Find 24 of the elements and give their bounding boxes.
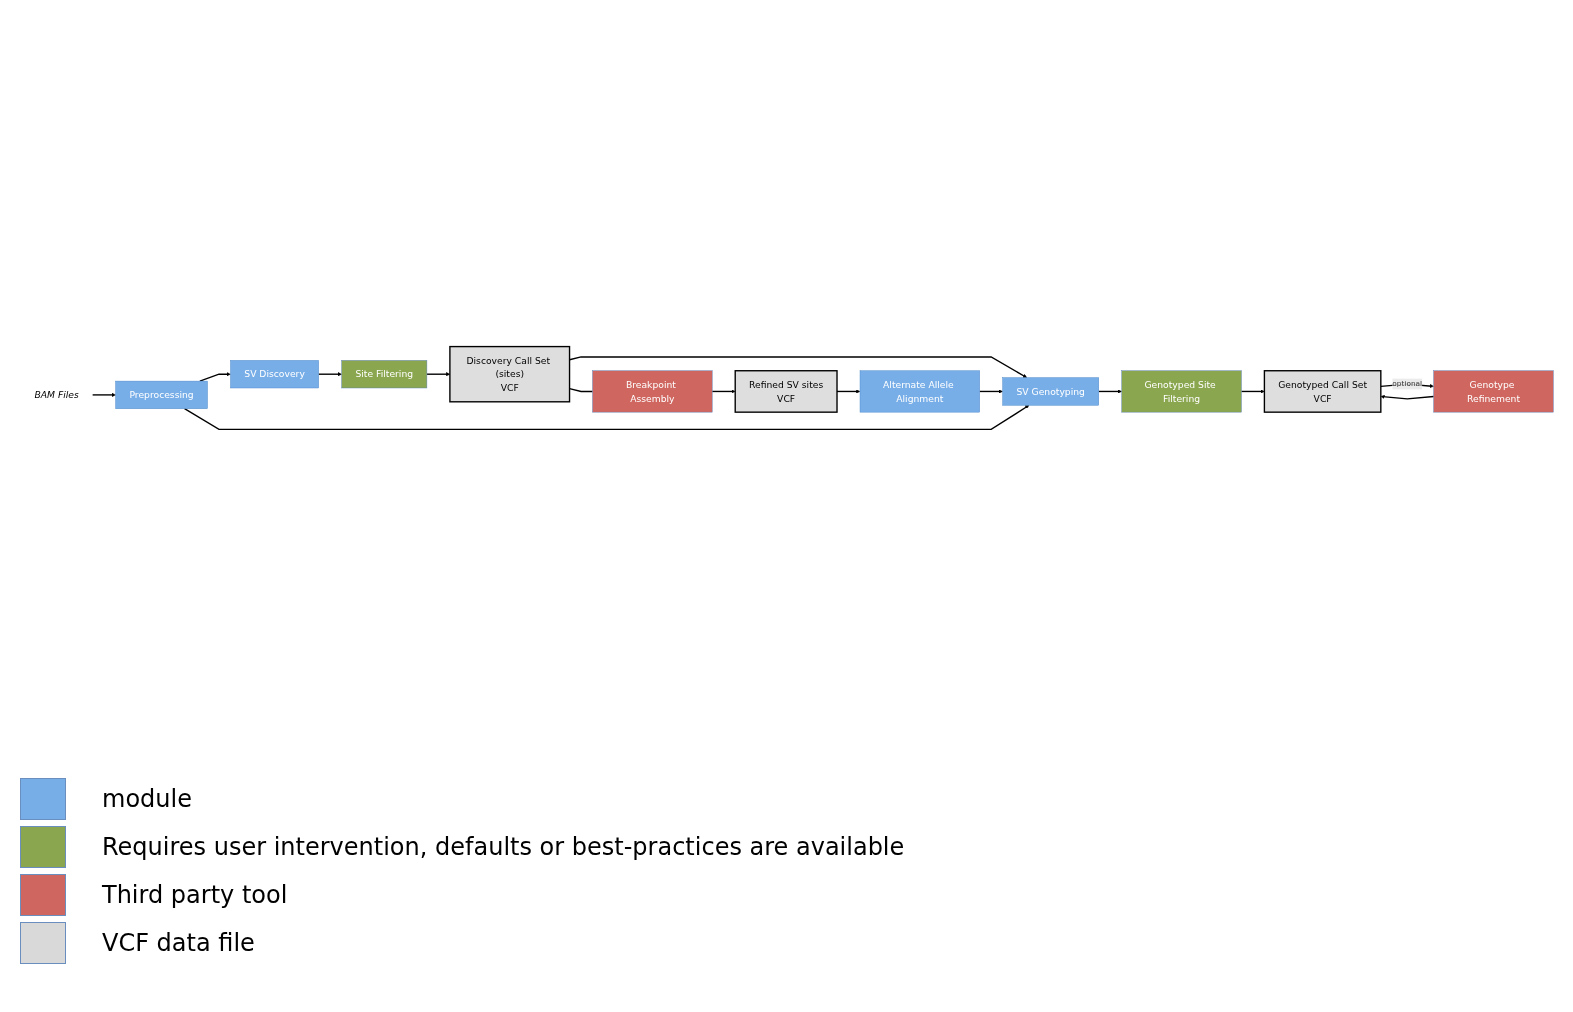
arrow bbox=[711, 389, 735, 394]
node-box: Site Filtering bbox=[340, 360, 427, 389]
node-box: Genotype Refinement bbox=[1432, 370, 1554, 413]
arrow bbox=[91, 392, 116, 397]
legend-text: Third party tool bbox=[102, 881, 288, 909]
node-box: Genotyped Call Set VCF bbox=[1263, 370, 1381, 413]
node-box: Breakpoint Assembly bbox=[591, 370, 712, 413]
arrow bbox=[978, 389, 1003, 394]
node-box: Refined SV sites VCF bbox=[734, 370, 838, 413]
node-box: Discovery Call Set (sites) VCF bbox=[448, 345, 570, 403]
arrow bbox=[1097, 389, 1122, 394]
arrow bbox=[317, 372, 342, 377]
legend-text: Requires user intervention, defaults or best-practices are available bbox=[102, 833, 905, 861]
arrow bbox=[1380, 394, 1434, 400]
legend-text: VCF data file bbox=[102, 929, 255, 957]
node-box: SV Genotyping bbox=[1001, 377, 1099, 406]
node-box: Preprocessing bbox=[114, 380, 208, 409]
node-box: Genotyped Site Filtering bbox=[1121, 370, 1242, 413]
legend-text: module bbox=[102, 785, 192, 813]
arrow bbox=[183, 405, 1029, 431]
node-text: BAM Files bbox=[33, 389, 79, 401]
node-box: SV Discovery bbox=[229, 360, 319, 389]
arrow bbox=[425, 372, 450, 377]
node-box: Alternate Allele Alignment bbox=[859, 370, 980, 413]
